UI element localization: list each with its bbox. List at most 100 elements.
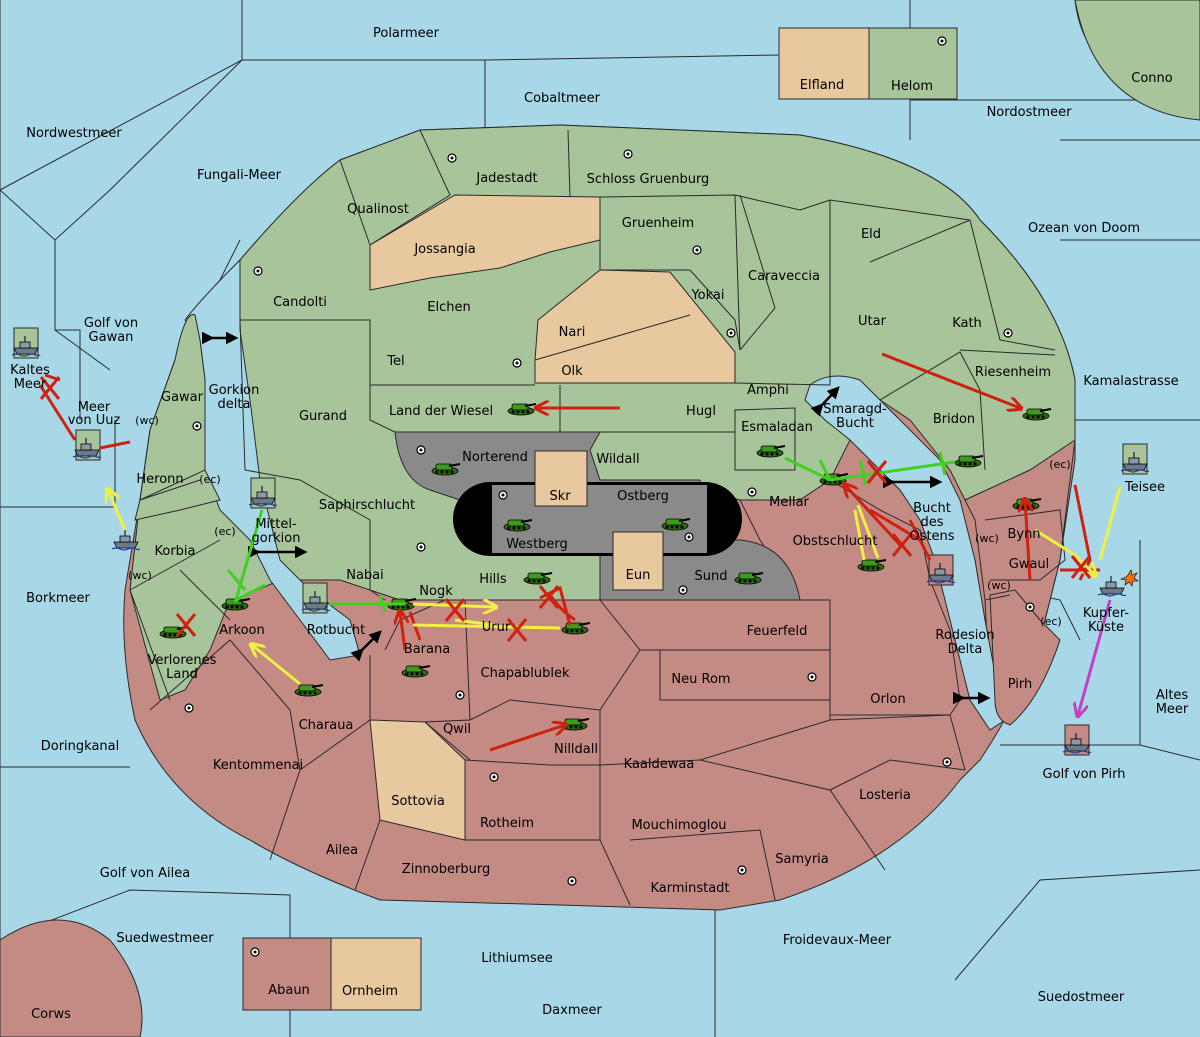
jadestadt-label: Jadestadt: [475, 171, 537, 186]
ornheim-province[interactable]: [330, 937, 422, 1011]
wc-label: (wc): [135, 414, 159, 427]
nari-olk-province[interactable]: [534, 269, 736, 384]
pirh-label: Pirh: [1008, 677, 1033, 692]
hills-label: Hills: [479, 572, 507, 587]
conno-label: Conno: [1131, 71, 1173, 86]
supply-center-icon: [942, 757, 952, 767]
eun-label: Eun: [626, 568, 651, 583]
supply-center-icon: [447, 153, 457, 163]
suedwestmeer-label: Suedwestmeer: [116, 931, 214, 946]
army-icon: [661, 518, 691, 531]
teisee-label: Teisee: [1124, 480, 1165, 495]
qwil-label: Qwil: [443, 722, 471, 737]
army-icon: [401, 665, 431, 678]
burst-icon: [1119, 569, 1139, 587]
helom-label: Helom: [891, 79, 933, 94]
urur-label: Urur: [482, 620, 511, 635]
golf-ailea-label: Golf von Ailea: [100, 866, 190, 881]
pirh-province[interactable]: [989, 589, 1061, 726]
army-icon: [294, 684, 324, 697]
army-icon: [734, 572, 764, 585]
chapablublek-label: Chapablublek: [481, 666, 570, 681]
army-icon: [560, 718, 590, 731]
skr-province[interactable]: [534, 450, 588, 507]
wildall-label: Wildall: [596, 452, 639, 467]
ec-label: (ec): [1049, 458, 1070, 471]
heronn-province[interactable]: [134, 469, 221, 521]
land-labels: Elfland Helom Jadestadt Schloss Gruenbur…: [136, 78, 1129, 999]
utar-label: Utar: [858, 314, 887, 329]
tel-label: Tel: [386, 354, 404, 369]
elfland-province[interactable]: [778, 27, 870, 100]
supply-center-icon: [623, 149, 633, 159]
supply-center-icon: [512, 358, 522, 368]
neu-rom-label: Neu Rom: [671, 672, 730, 687]
esmaladan-label: Esmaladan: [741, 420, 813, 435]
elfland-label: Elfland: [800, 78, 844, 93]
mellar-label: Mellar: [769, 495, 809, 510]
barana-label: Barana: [404, 642, 450, 657]
eun-province[interactable]: [612, 531, 664, 591]
supply-center-icon: [726, 328, 736, 338]
caraveccia-label: Caraveccia: [748, 269, 820, 284]
elchen-label: Elchen: [427, 300, 470, 315]
bucht-1-label: Bucht: [913, 501, 951, 516]
army-icon: [523, 572, 553, 585]
passage-arrows: [202, 331, 991, 705]
gruenheim-label: Gruenheim: [622, 216, 694, 231]
rotbucht-label: Rotbucht: [307, 623, 365, 638]
supply-center-icon: [416, 445, 426, 455]
smaragd-1-label: Smaragd-: [823, 402, 887, 417]
nogk-label: Nogk: [419, 584, 453, 599]
amphi-label: Amphi: [747, 383, 789, 398]
kaltes-1-label: Kaltes: [10, 363, 50, 378]
mittel-1-label: Mittel-: [255, 517, 297, 532]
smaragd-2-label: Bucht: [836, 416, 874, 431]
supply-center-icon: [678, 585, 688, 595]
zinnoberburg-label: Zinnoberburg: [402, 862, 490, 877]
losteria-label: Losteria: [859, 788, 911, 803]
meer-uuz-2-label: von Uuz: [68, 413, 121, 428]
kupfer-2-label: Küste: [1088, 620, 1124, 635]
mouchimoglou-label: Mouchimoglou: [631, 818, 726, 833]
double-arrow-icon: [810, 386, 840, 417]
army-icon: [756, 445, 786, 458]
supply-center-icon: [489, 772, 499, 782]
kaltes-2-label: Meer: [14, 377, 47, 392]
westberg-label: Westberg: [506, 537, 568, 552]
qualinost-label: Qualinost: [347, 202, 409, 217]
ec-label: (ec): [1040, 615, 1061, 628]
ozean-label: Ozean von Doom: [1028, 221, 1140, 236]
ec-label: (ec): [214, 525, 235, 538]
fungali-label: Fungali-Meer: [197, 168, 282, 183]
army-icon: [1022, 408, 1052, 421]
obstschlucht-label: Obstschlucht: [793, 534, 878, 549]
gurand-label: Gurand: [299, 409, 347, 424]
feuerfeld-label: Feuerfeld: [747, 624, 808, 639]
supply-center-icon: [937, 36, 947, 46]
sottovia-province[interactable]: [369, 719, 466, 841]
army-icon: [431, 463, 461, 476]
arkoon-label: Arkoon: [219, 623, 264, 638]
sea-labels: Polarmeer Cobaltmeer Nordwestmeer Fungal…: [10, 26, 1189, 1022]
double-arrow-icon: [350, 630, 382, 662]
rodesion-2-label: Delta: [948, 642, 983, 657]
supply-center-icon: [184, 703, 194, 713]
sottovia-label: Sottovia: [391, 794, 445, 809]
skr-label: Skr: [549, 489, 571, 504]
nordostmeer-label: Nordostmeer: [987, 105, 1073, 120]
supply-center-icon: [416, 542, 426, 552]
supply-center-icon: [250, 947, 260, 957]
doringkanal-label: Doringkanal: [41, 739, 120, 754]
altes-1-label: Altes: [1156, 688, 1189, 703]
eld-label: Eld: [861, 227, 881, 242]
golf-pirh-label: Golf von Pirh: [1043, 767, 1126, 782]
bucht-3-label: Ostens: [909, 529, 954, 544]
coast-tags: (wc) (ec) (ec) (wc) (ec) (wc) (wc) (ec): [128, 414, 1071, 628]
charaua-label: Charaua: [299, 718, 354, 733]
army-icon: [507, 403, 537, 416]
schloss-label: Schloss Gruenburg: [587, 172, 710, 187]
nabai-label: Nabai: [346, 568, 384, 583]
supply-center-icon: [684, 532, 694, 542]
